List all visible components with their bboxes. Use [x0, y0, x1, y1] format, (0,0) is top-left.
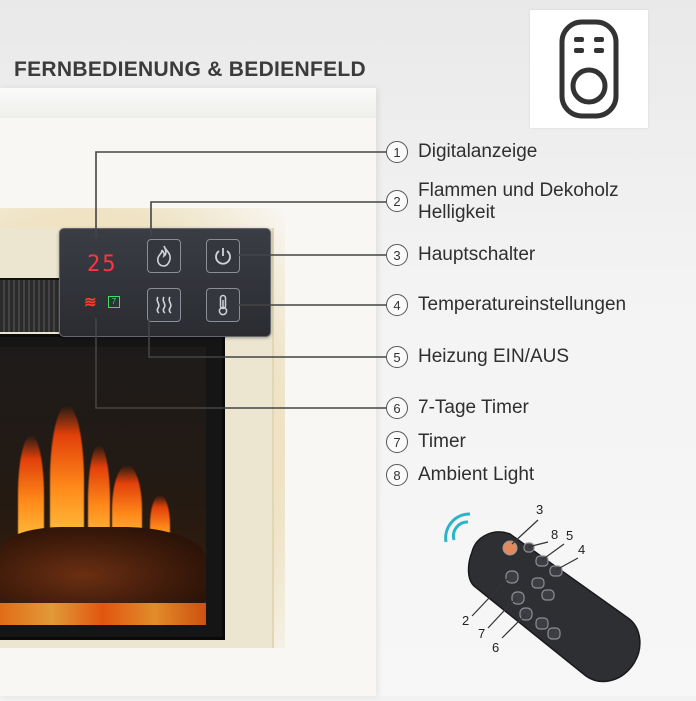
- remote-label-7: 7: [478, 626, 486, 641]
- heat-waves-icon: [156, 296, 172, 314]
- callout-number: 2: [386, 190, 408, 212]
- remote-label-5: 5: [566, 528, 574, 543]
- callout-item-4: 4 Temperatureinstellungen: [386, 294, 626, 316]
- callout-number: 4: [386, 294, 408, 316]
- remote-label-2: 2: [462, 613, 470, 628]
- decorative-logs: [0, 527, 206, 607]
- cabinet-top: [0, 88, 376, 118]
- remote-icon-box: [530, 10, 648, 128]
- firebox: [0, 334, 225, 640]
- callout-number: 5: [386, 346, 408, 368]
- callout-number: 6: [386, 397, 408, 419]
- heater-grille: [0, 278, 60, 332]
- remote-label-4: 4: [578, 542, 586, 557]
- callout-label: Timer: [418, 431, 466, 452]
- page-title: FERNBEDIENUNG & BEDIENFELD: [14, 58, 366, 81]
- flame-icon: [157, 245, 171, 267]
- callout-label: Temperatureinstellungen: [418, 294, 627, 315]
- remote-label-8: 8: [551, 527, 559, 542]
- callout-number: 7: [386, 431, 408, 453]
- callout-item-6: 6 7-Tage Timer: [386, 397, 529, 419]
- digital-display: 25: [87, 252, 118, 277]
- thermometer-icon: [218, 294, 228, 316]
- flame-button[interactable]: [147, 239, 181, 273]
- callout-number: 1: [386, 141, 408, 163]
- firebox-interior: [0, 347, 206, 625]
- callout-item-5: 5 Heizung EIN/AUS: [386, 346, 569, 368]
- power-button[interactable]: [206, 239, 240, 273]
- remote-control-icon: [559, 19, 619, 119]
- callout-item-7: 7 Timer: [386, 431, 466, 453]
- callout-label: Ambient Light: [418, 464, 535, 485]
- callout-label: 7-Tage Timer: [418, 397, 529, 418]
- callout-number: 3: [386, 244, 408, 266]
- callout-label-line: Helligkeit: [418, 202, 496, 223]
- callout-item-1: 1 Digitalanzeige: [386, 141, 537, 163]
- remote-control-body: [444, 512, 641, 683]
- power-icon: [215, 248, 231, 265]
- control-panel: 25 ≋ 7: [59, 228, 271, 337]
- temperature-button[interactable]: [206, 288, 240, 322]
- callout-label: Digitalanzeige: [418, 141, 538, 162]
- wireless-signal-icon: [444, 512, 471, 543]
- callout-label-line: Flammen und Dekoholz: [418, 180, 619, 201]
- callout-item-2: 2 Flammen und Dekoholz Helligkeit: [386, 180, 619, 224]
- callout-label: Hauptschalter: [418, 244, 536, 265]
- remote-label-3: 3: [536, 502, 544, 517]
- callout-label: Heizung EIN/AUS: [418, 346, 570, 367]
- remote-control: 3 8 5 4 2 7 6: [430, 500, 696, 696]
- embers: [0, 603, 206, 625]
- heating-button[interactable]: [147, 288, 181, 322]
- callout-item-3: 3 Hauptschalter: [386, 244, 535, 266]
- remote-label-6: 6: [492, 640, 500, 655]
- callout-item-8: 8 Ambient Light: [386, 464, 534, 486]
- timer-indicator: 7: [108, 296, 120, 308]
- callout-number: 8: [386, 464, 408, 486]
- heating-indicator-icon: ≋: [84, 294, 97, 311]
- callout-label: Flammen und Dekoholz Helligkeit: [418, 180, 619, 224]
